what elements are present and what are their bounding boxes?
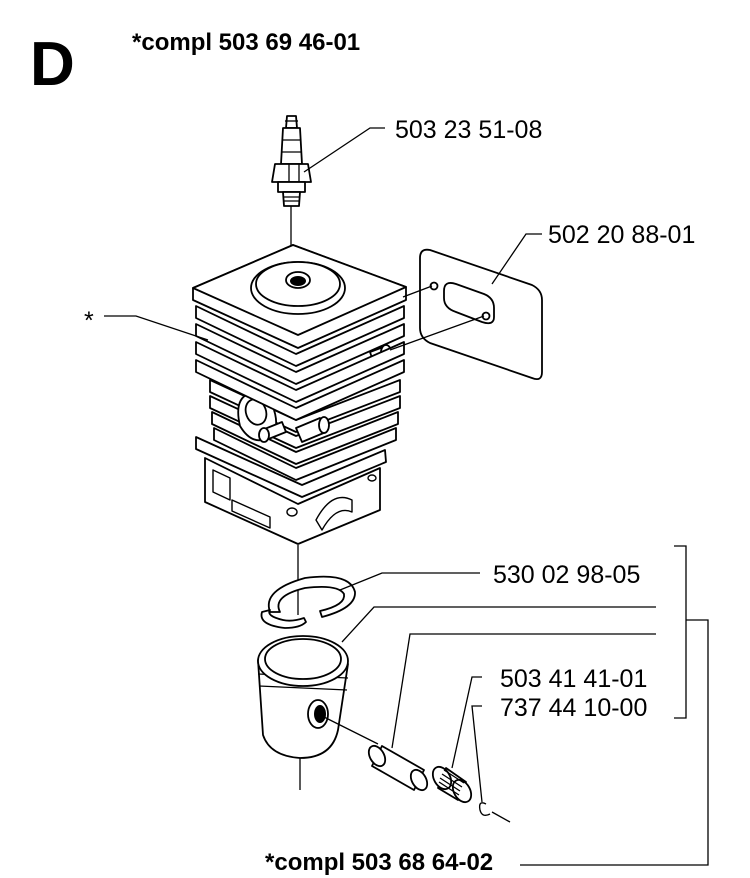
piston: [257, 635, 349, 759]
gasket: [419, 248, 543, 381]
bottom-assembly-title: *compl 503 68 64-02: [265, 849, 493, 876]
label-gasket: 502 20 88-01: [548, 221, 695, 249]
section-letter: D: [30, 30, 75, 99]
circlip: [478, 802, 491, 817]
needle-bearing: [431, 765, 473, 804]
gasket-stud-line: [402, 285, 433, 298]
bracket-compl-bottom: [520, 619, 709, 866]
gasket-stud-line-lower: [389, 315, 485, 351]
leader-piston-pin: [391, 633, 656, 749]
leader-needle-bearing: [451, 676, 482, 769]
label-spark-plug: 503 23 51-08: [395, 116, 542, 144]
piston-pin: [367, 744, 429, 792]
cylinder: [192, 244, 407, 545]
top-assembly-title: *compl 503 69 46-01: [132, 29, 360, 56]
leader-gasket: [491, 233, 542, 285]
label-needle-bearing: 503 41 41-01: [500, 665, 647, 693]
leader-circlip: [471, 705, 483, 803]
spark-plug: [271, 115, 312, 212]
bracket-piston-group: [674, 545, 687, 719]
leader-piston: [341, 606, 656, 643]
leader-cylinder: [104, 315, 209, 341]
label-piston-ring: 530 02 98-05: [493, 561, 640, 589]
leader-piston-ring: [339, 572, 480, 591]
label-circlip: 737 44 10-00: [500, 694, 647, 722]
piston-ring: [260, 575, 356, 629]
circlip-axis-line: [491, 811, 511, 823]
pin-axis-line: [321, 715, 379, 745]
leader-spark-plug: [303, 127, 385, 173]
label-cylinder: *: [84, 307, 94, 335]
